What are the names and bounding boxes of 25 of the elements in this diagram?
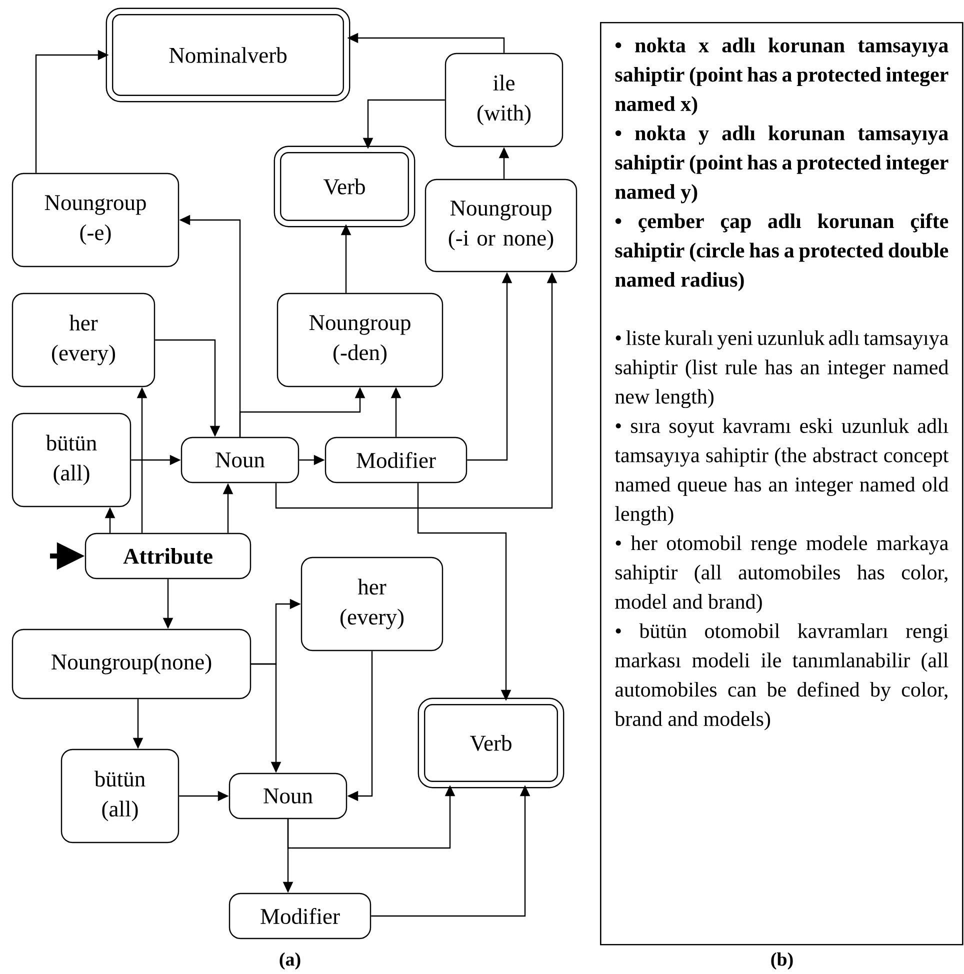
- process-box: Modifier: [324, 436, 468, 484]
- process-box: bütün (all): [60, 748, 180, 844]
- bullet-text: • nokta x adlı korunan tamsayıya sahiptir (point has a protected integer named x): [615, 38, 948, 116]
- bullet-text: • liste kuralı yeni uzunluk adlı tamsayıya sahiptir (list rule has an integer named new length): [615, 330, 948, 408]
- process-box: her (every): [12, 292, 156, 388]
- process-box: Noungroup (-i or none): [424, 178, 578, 272]
- bullet-text: • sıra soyut kavramı eski uzunluk adlı tamsayıya sahiptir (the abstract concept named queue has an integer named old length): [614, 418, 949, 526]
- bullet-text: • çember çap adlı korunan çifte sahiptir (circle has a protected double named radius): [615, 213, 948, 292]
- double-box: Verb: [274, 146, 416, 228]
- process-box: Noun: [180, 436, 300, 484]
- process-box: Modifier: [228, 892, 372, 940]
- bullet-text: • her otomobil renge modele markaya sahiptir (all automobiles has color, model and brand): [615, 535, 948, 614]
- process-box: Attribute: [84, 532, 252, 580]
- process-box: Noungroup(none): [12, 628, 252, 700]
- process-box: ile (with): [444, 52, 564, 148]
- double-box: Nominalverb: [106, 8, 350, 102]
- bullet-text: • bütün otomobil kavramları rengi markası modeli ile tanımlanabilir (all automobiles can be defined by color, brand and models): [614, 623, 948, 730]
- process-box: Noun: [228, 772, 348, 820]
- process-box: bütün (all): [12, 412, 132, 508]
- bullet-text: • nokta y adlı korunan tamsayıya sahiptir (point has a protected integer named y): [615, 126, 948, 204]
- double-box: Verb: [418, 698, 564, 788]
- text-panel: [600, 22, 964, 946]
- process-box: her (every): [300, 556, 444, 652]
- process-box: Noungroup (-den): [276, 292, 444, 388]
- process-box: Noungroup (-e): [12, 172, 180, 268]
